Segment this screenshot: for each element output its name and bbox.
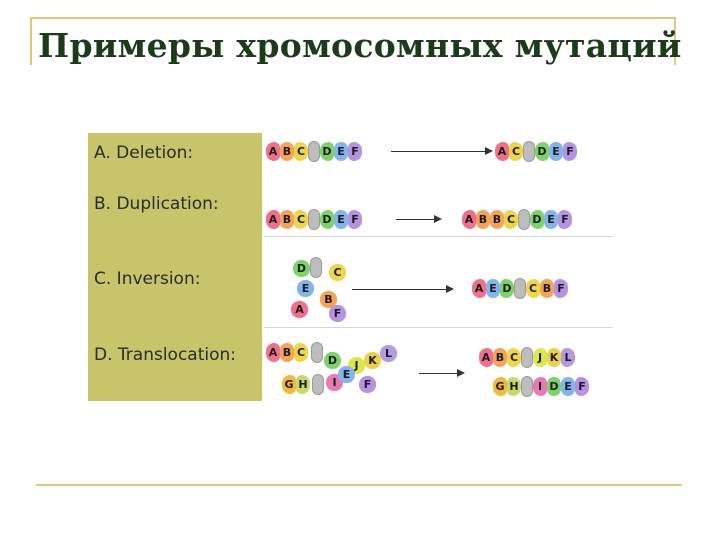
chromosome-mutations-figure: A. Deletion: B. Duplication: C. Inversio… <box>88 133 613 401</box>
translocation-after-bottom-gene: D <box>547 377 561 396</box>
mutation-arrow <box>352 285 454 293</box>
inversion-after-gene: A <box>472 279 486 298</box>
translocation-crossed-gene: F <box>359 376 376 393</box>
duplication-after-gene: B <box>490 210 504 229</box>
inversion-loop-centromere <box>310 257 322 278</box>
inversion-loop-gene: C <box>329 264 346 281</box>
row-label-duplication: B. Duplication: <box>94 194 219 214</box>
translocation-after-top-gene: B <box>493 348 507 367</box>
deletion-before-gene: E <box>334 142 348 161</box>
deletion-after-gene: F <box>563 142 577 161</box>
duplication-before-gene: C <box>294 210 308 229</box>
deletion-after-centromere <box>523 141 535 162</box>
inversion-after-gene: C <box>526 279 540 298</box>
deletion-after-gene: A <box>495 142 509 161</box>
translocation-before-top-gene: B <box>280 343 294 362</box>
translocation-after-bottom-gene: G <box>493 377 507 396</box>
translocation-before-top-centromere <box>311 342 323 363</box>
duplication-before-gene: E <box>334 210 348 229</box>
translocation-after-top-gene: L <box>561 348 575 367</box>
translocation-after-top-gene: A <box>479 348 493 367</box>
row-label-deletion: A. Deletion: <box>94 143 194 163</box>
deletion-before-gene: B <box>280 142 294 161</box>
duplication-after-gene: A <box>462 210 476 229</box>
deletion-after-gene: D <box>535 142 549 161</box>
translocation-after-bottom-gene: F <box>575 377 589 396</box>
deletion-before-gene: F <box>348 142 362 161</box>
mutation-arrow <box>391 147 493 155</box>
translocation-after-bottom-gene: E <box>561 377 575 396</box>
inversion-loop-gene: D <box>293 260 310 277</box>
translocation-before-bottom-gene: H <box>296 375 310 394</box>
inversion-loop-gene: E <box>297 280 314 297</box>
duplication-before-gene: F <box>348 210 362 229</box>
mutation-arrow <box>396 215 442 223</box>
translocation-after-top-gene: C <box>507 348 521 367</box>
translocation-before-bottom-gene: G <box>282 375 296 394</box>
duplication-after-gene: F <box>558 210 572 229</box>
row-separator <box>264 236 613 237</box>
slide-title: Примеры хромосомных мутаций <box>38 26 682 65</box>
translocation-crossed-gene: E <box>338 366 355 383</box>
translocation-crossed-gene: L <box>380 345 397 362</box>
inversion-loop-gene: A <box>291 301 308 318</box>
translocation-after-top-centromere <box>521 347 533 368</box>
translocation-after-bottom-gene: I <box>533 377 547 396</box>
duplication-after-gene: C <box>504 210 518 229</box>
translocation-after-bottom-gene: H <box>507 377 521 396</box>
deletion-after-gene: C <box>509 142 523 161</box>
inversion-after-gene: E <box>486 279 500 298</box>
duplication-before-gene: A <box>266 210 280 229</box>
translocation-crossed-gene: D <box>324 352 341 369</box>
deletion-before-centromere <box>308 141 320 162</box>
mutation-arrow <box>419 369 465 377</box>
translocation-after-top-gene: J <box>533 348 547 367</box>
duplication-after-gene: B <box>476 210 490 229</box>
duplication-after-gene: E <box>544 210 558 229</box>
deletion-before-gene: C <box>294 142 308 161</box>
deletion-before-gene: A <box>266 142 280 161</box>
deletion-before-gene: D <box>320 142 334 161</box>
inversion-loop-gene: F <box>329 305 346 322</box>
translocation-before-top-gene: C <box>294 343 308 362</box>
duplication-before-gene: B <box>280 210 294 229</box>
inversion-loop-gene: B <box>320 291 337 308</box>
frame-left-line <box>30 17 32 65</box>
translocation-crossed-gene: K <box>364 352 381 369</box>
frame-right-line <box>674 17 676 65</box>
frame-top-line <box>30 17 676 19</box>
row-label-inversion: C. Inversion: <box>94 269 201 289</box>
label-column <box>88 133 262 401</box>
row-label-translocation: D. Translocation: <box>94 345 237 365</box>
inversion-after-centromere <box>514 278 526 299</box>
translocation-after-top-gene: K <box>547 348 561 367</box>
translocation-after-bottom-centromere <box>521 376 533 397</box>
translocation-before-bottom-centromere <box>312 374 324 395</box>
duplication-after-centromere <box>518 209 530 230</box>
frame-bottom-line <box>36 484 682 486</box>
deletion-after-gene: E <box>549 142 563 161</box>
translocation-before-top-gene: A <box>266 343 280 362</box>
row-separator <box>264 327 613 328</box>
duplication-before-centromere <box>308 209 320 230</box>
inversion-after-gene: F <box>554 279 568 298</box>
inversion-after-gene: D <box>500 279 514 298</box>
duplication-before-gene: D <box>320 210 334 229</box>
duplication-after-gene: D <box>530 210 544 229</box>
inversion-after-gene: B <box>540 279 554 298</box>
